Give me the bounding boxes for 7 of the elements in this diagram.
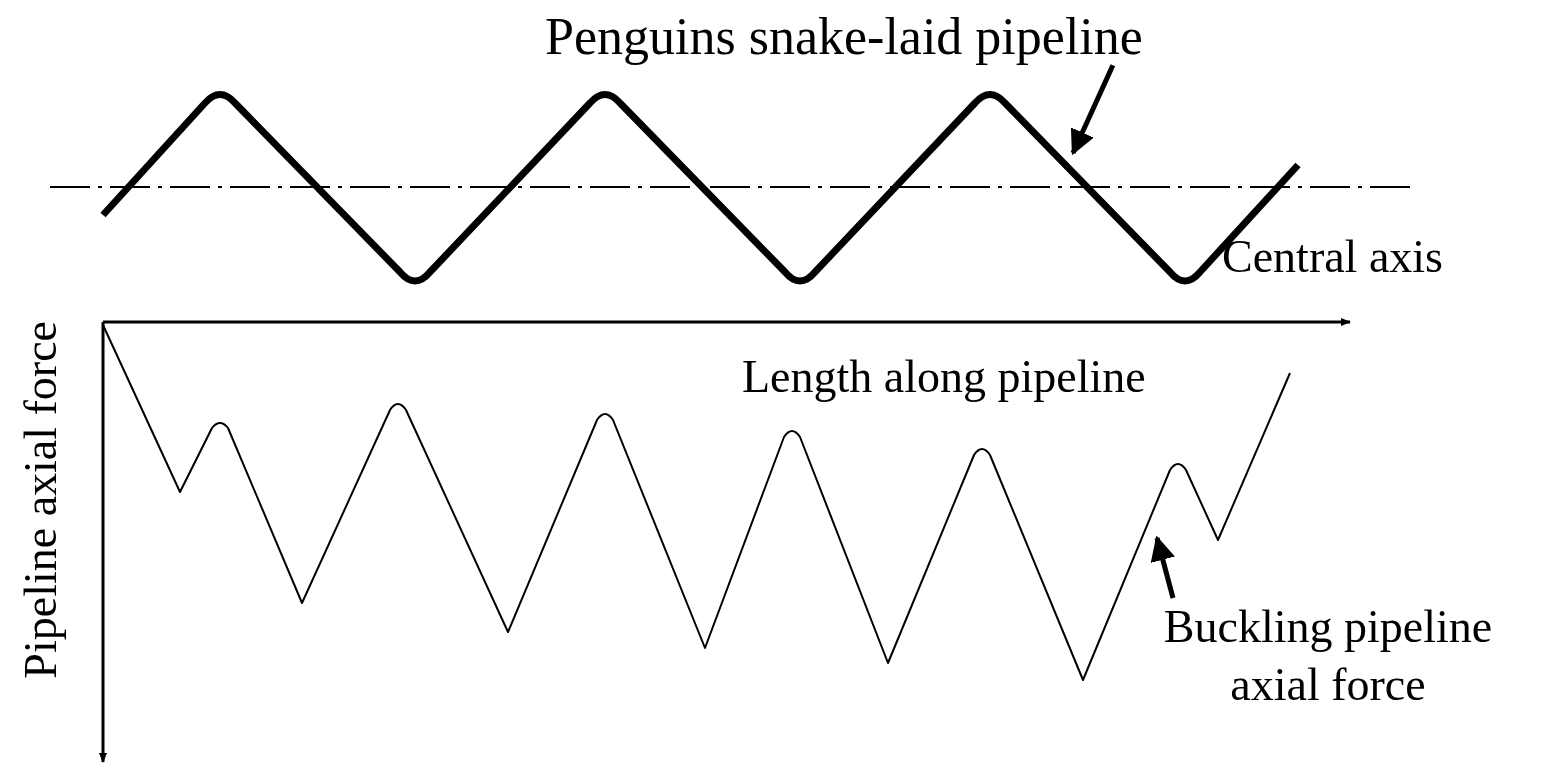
axis-label: Pipeline axial force xyxy=(16,321,67,679)
leader-arrow xyxy=(1070,64,1116,156)
leader-arrow xyxy=(1150,535,1176,599)
axis-label: Length along pipeline xyxy=(742,352,1146,403)
callout-text: Penguins snake-laid pipeline xyxy=(545,8,1143,66)
callout-text: Buckling pipeline axial force xyxy=(1118,598,1538,713)
axis-label: Central axis xyxy=(1222,232,1443,283)
